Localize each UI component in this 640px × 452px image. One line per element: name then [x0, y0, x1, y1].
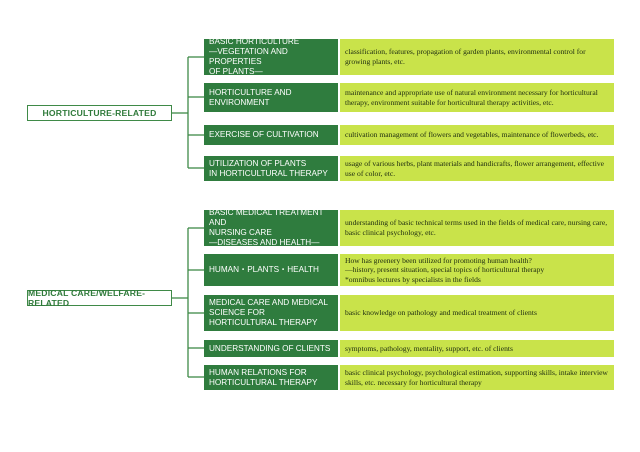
- category-basic-medical-treatment: BASIC MEDICAL TREATMENT AND NURSING CARE…: [204, 208, 338, 247]
- desc-human-plants-health: How has greenery been utilized for promo…: [340, 254, 614, 286]
- desc-exercise-cultivation: cultivation management of flowers and ve…: [340, 125, 614, 145]
- desc-understanding-clients: symptoms, pathology, mentality, support,…: [340, 340, 614, 357]
- category-human-relations: HUMAN RELATIONS FOR HORTICULTURAL THERAP…: [204, 365, 338, 390]
- category-understanding-clients: UNDERSTANDING OF CLIENTS: [204, 340, 338, 357]
- desc-utilization-plants: usage of various herbs, plant materials …: [340, 156, 614, 181]
- category-horticulture-environment: HORTICULTURE AND ENVIRONMENT: [204, 83, 338, 112]
- category-human-plants-health: HUMAN・PLANTS・HEALTH: [204, 254, 338, 286]
- desc-basic-medical-treatment: understanding of basic technical terms u…: [340, 210, 614, 246]
- desc-medical-science: basic knowledge on pathology and medical…: [340, 295, 614, 331]
- desc-human-relations: basic clinical psychology, psychological…: [340, 365, 614, 390]
- category-basic-horticulture: BASIC HORTICULTURE —VEGETATION AND PROPE…: [204, 37, 338, 76]
- group-horticulture-title: HORTICULTURE-RELATED: [27, 105, 172, 121]
- category-medical-science: MEDICAL CARE AND MEDICAL SCIENCE FOR HOR…: [204, 295, 338, 331]
- desc-basic-horticulture: classification, features, propagation of…: [340, 39, 614, 75]
- category-utilization-plants: UTILIZATION OF PLANTS IN HORTICULTURAL T…: [204, 156, 338, 181]
- category-exercise-cultivation: EXERCISE OF CULTIVATION: [204, 125, 338, 145]
- group-medical-care-title: MEDICAL CARE/WELFARE-RELATED: [27, 288, 172, 308]
- desc-horticulture-environment: maintenance and appropriate use of natur…: [340, 83, 614, 112]
